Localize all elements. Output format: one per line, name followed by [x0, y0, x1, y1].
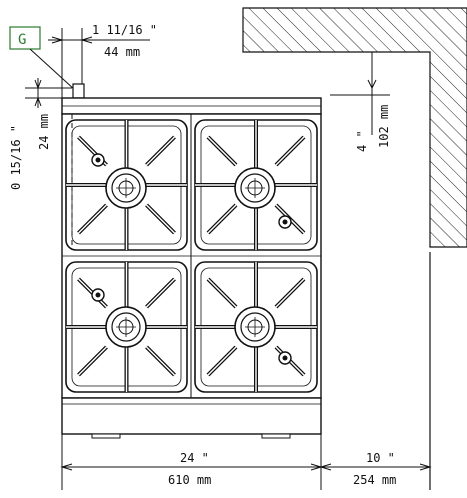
grate-finger-inner — [146, 346, 175, 376]
grate-finger-inner — [207, 278, 237, 308]
burner-cap-ring — [111, 312, 141, 342]
grate-finger-inner — [146, 204, 175, 234]
foot-left — [91, 433, 121, 439]
knob-4 — [278, 351, 292, 365]
connector-leader — [29, 48, 76, 91]
knob-center — [282, 355, 288, 361]
knob-1 — [91, 153, 105, 167]
connector-height-in: 0 15/16 " — [9, 125, 23, 190]
connector-label-box — [9, 26, 41, 50]
wall-clearance-mm: 102 mm — [377, 105, 391, 148]
grate-finger-inner — [207, 204, 237, 234]
gas-connector — [72, 83, 85, 99]
connector-offset-dimension: 1 11/16 " 44 mm — [48, 23, 157, 110]
connector-height-dimension: 0 15/16 " 24 mm — [9, 78, 72, 190]
connector-offset-in: 1 11/16 " — [92, 23, 157, 37]
grate-finger-inner — [78, 204, 107, 234]
connector-height-mm: 24 mm — [37, 114, 51, 150]
wall-clearance-in: 4 " — [355, 130, 369, 152]
front-panel — [61, 397, 322, 435]
knob-center — [282, 219, 288, 225]
burner-4 — [234, 306, 276, 348]
burner-3 — [105, 306, 147, 348]
width-in: 24 " — [180, 451, 209, 465]
knob-2 — [278, 215, 292, 229]
grate-finger-inner — [146, 136, 175, 166]
foot-right — [261, 433, 291, 439]
connector-label: G — [18, 32, 26, 48]
grate-finger-inner — [207, 136, 237, 166]
knob-center — [95, 157, 101, 163]
grate-finger-inner — [207, 346, 237, 376]
knobs-layer — [91, 153, 292, 365]
knob-3 — [91, 288, 105, 302]
burner-1 — [105, 167, 147, 209]
burner-cap-ring — [240, 173, 270, 203]
connector-offset-mm: 44 mm — [104, 45, 140, 59]
burners-layer — [105, 167, 276, 348]
burner-cap-ring — [111, 173, 141, 203]
back-wall-hatch — [242, 7, 467, 248]
burner-cap-ring — [240, 312, 270, 342]
burner-2 — [234, 167, 276, 209]
width-dimension: 24 " 610 mm 10 " 254 mm — [60, 434, 432, 490]
grate-finger-inner — [146, 278, 175, 308]
grate-finger-inner — [275, 136, 305, 166]
side-clearance-mm: 254 mm — [353, 473, 396, 487]
side-clearance-in: 10 " — [366, 451, 395, 465]
knob-center — [95, 292, 101, 298]
width-mm: 610 mm — [168, 473, 211, 487]
grate-finger-inner — [78, 346, 107, 376]
wall-clearance-dimension: 4 " 102 mm — [330, 52, 391, 152]
grate-finger-inner — [275, 278, 305, 308]
